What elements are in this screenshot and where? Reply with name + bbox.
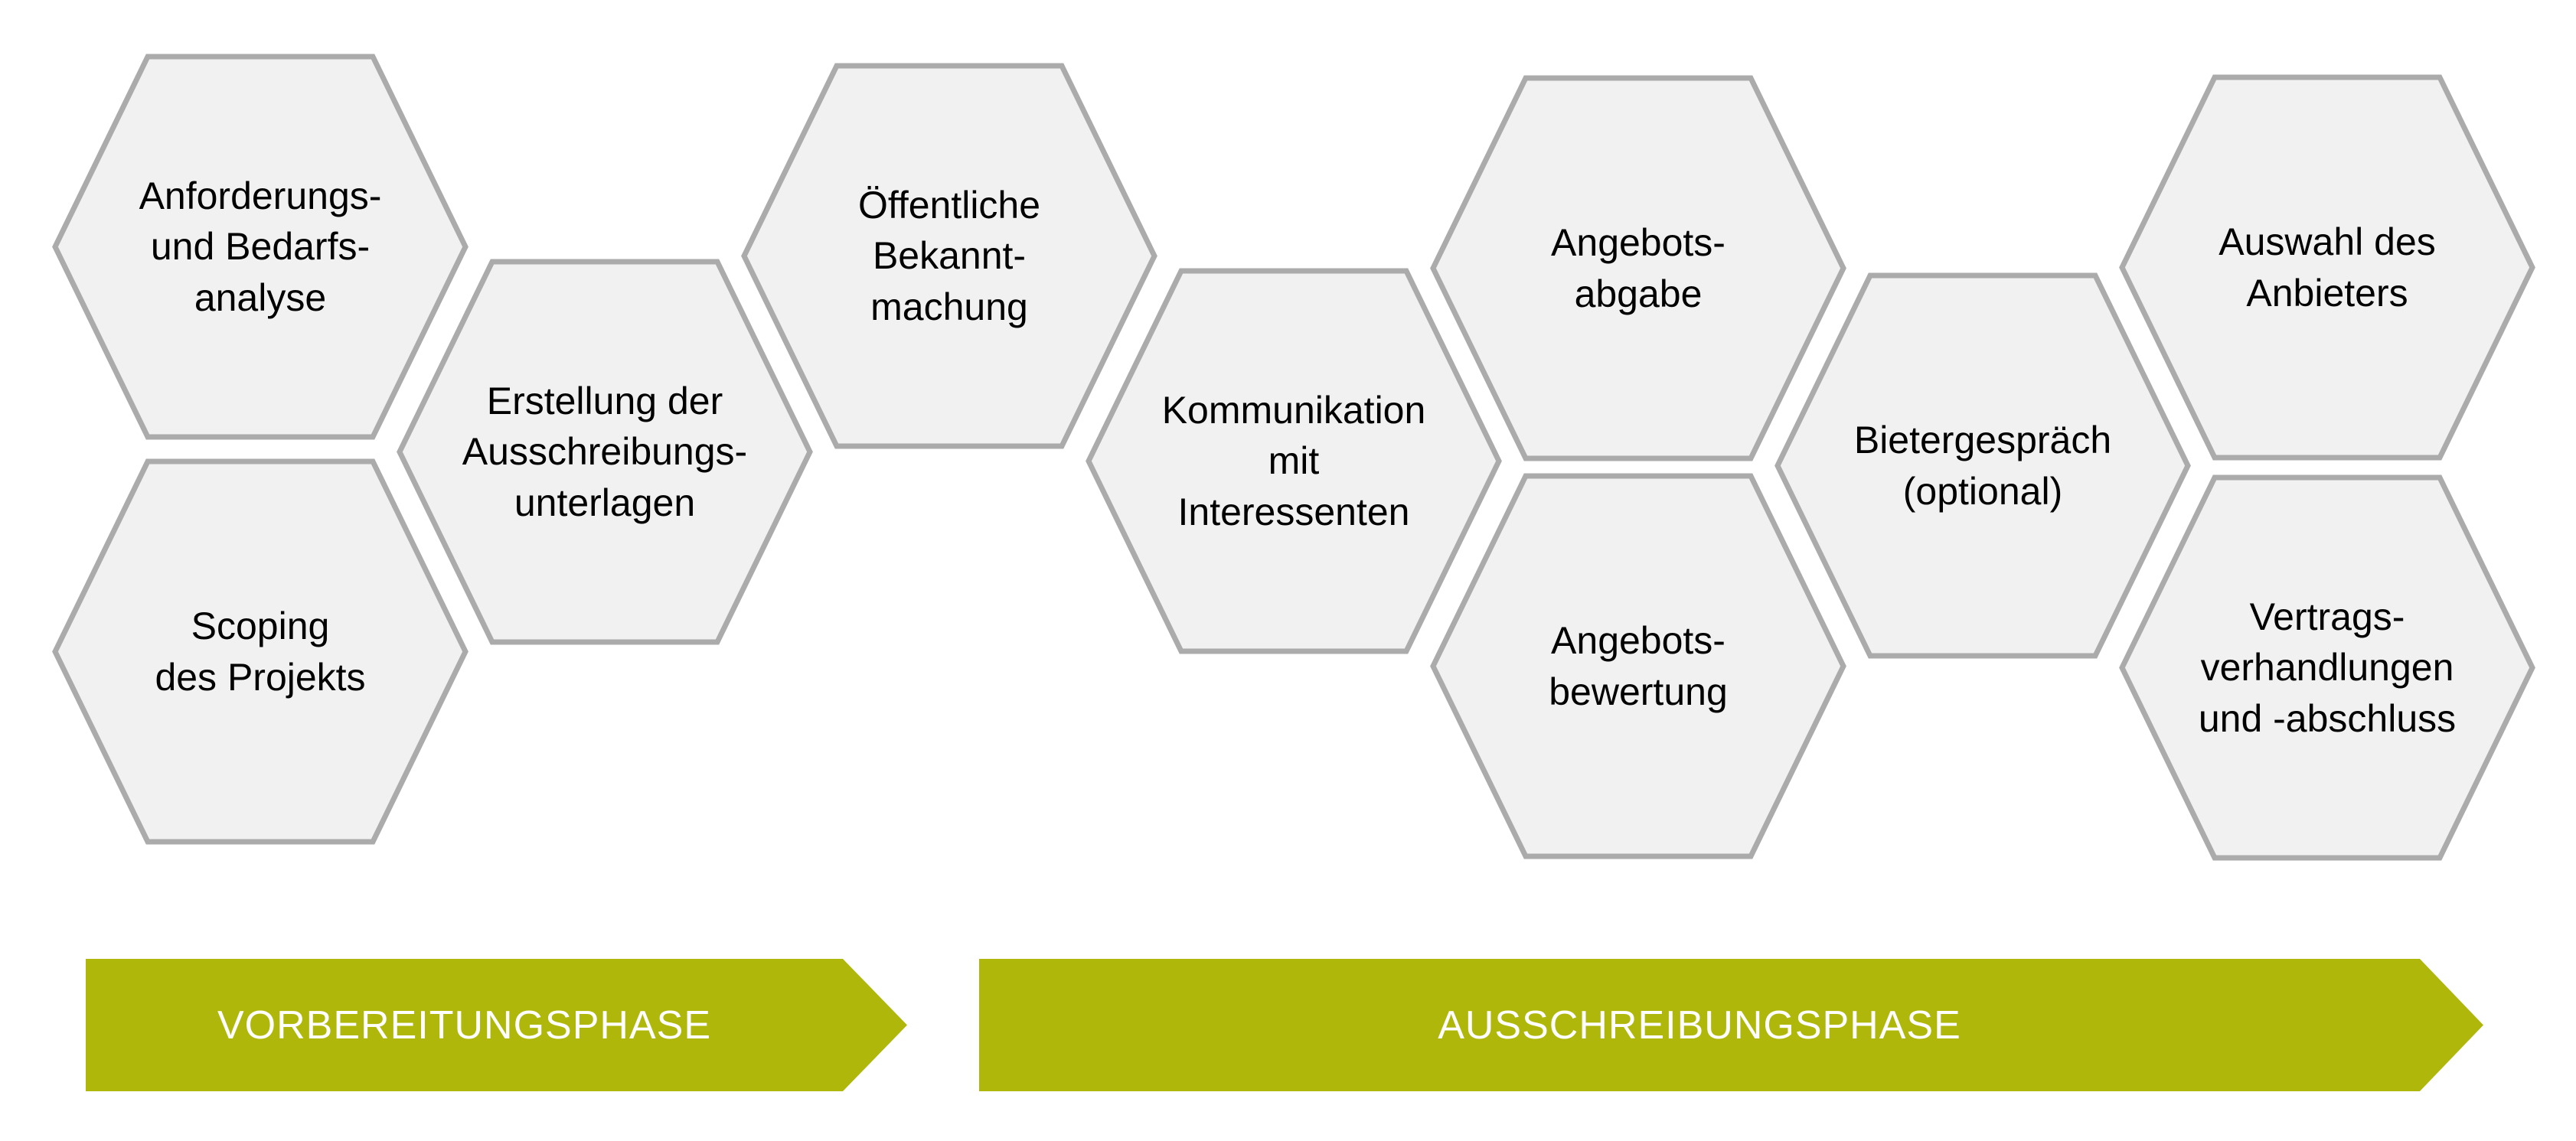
hexagon-shape [52, 458, 469, 845]
hexagon-shape [2119, 74, 2535, 461]
phase-label: VORBEREITUNGSPHASE [217, 1002, 712, 1048]
hexagon-label: Auswahl des Anbieters [2218, 220, 2436, 315]
hexagon-shape [1774, 272, 2191, 659]
phase-arrow-vorbereitungsphase: VORBEREITUNGSPHASE [86, 959, 907, 1091]
hexagon-label: Angebots- abgabe [1551, 221, 1725, 315]
hexagon-label: Scoping des Projekts [155, 605, 366, 699]
hexagon-shape [1430, 473, 1846, 859]
hexagon-label: Vertrags- verhandlungen und -abschluss [2198, 595, 2457, 740]
hexagon-shape [2119, 474, 2535, 861]
arrow-shape [979, 959, 2483, 1091]
hexagon-label: Öffentliche Bekannt- machung [857, 183, 1041, 328]
hexagon-shape [741, 63, 1157, 449]
hexagon-label: Erstellung der Ausschreibungs- unterlage… [462, 379, 748, 524]
hexagon-shape [397, 259, 813, 645]
hexagon-label: Kommunikation mit Interessenten [1161, 388, 1426, 533]
hexagon-kommunikation-mit-interessenten: Kommunikation mit Interessenten [1085, 268, 1503, 654]
hexagon-label: Angebots- bewertung [1549, 619, 1728, 713]
hexagon-shape [52, 54, 469, 440]
arrow-shape [86, 959, 907, 1091]
hexagon-angebotsbewertung: Angebots- bewertung [1429, 473, 1847, 859]
hexagon-vertragsverhandlungen-und-abschluss: Vertrags- verhandlungen und -abschluss [2118, 474, 2536, 861]
hexagon-label: Anforderungs- und Bedarfs- analyse [139, 174, 382, 319]
hexagon-label: Bietergespräch (optional) [1853, 419, 2112, 513]
hexagon-bietergespraech-optional: Bietergespräch (optional) [1774, 272, 2192, 659]
hexagon-scoping-des-projekts: Scoping des Projekts [51, 458, 469, 845]
hexagon-angebotsabgabe: Angebots- abgabe [1429, 75, 1847, 461]
hexagon-oeffentliche-bekanntmachung: Öffentliche Bekannt- machung [740, 63, 1158, 449]
hexagon-shape [1430, 75, 1846, 461]
hexagon-erstellung-der-ausschreibungsunterlagen: Erstellung der Ausschreibungs- unterlage… [396, 259, 814, 645]
hexagon-shape [1086, 268, 1502, 654]
hexagon-auswahl-des-anbieters: Auswahl des Anbieters [2118, 74, 2536, 461]
hexagon-anforderungs-und-bedarfsanalyse: Anforderungs- und Bedarfs- analyse [51, 54, 469, 440]
phase-arrow-ausschreibungsphase: AUSSCHREIBUNGSPHASE [979, 959, 2483, 1091]
phase-label: AUSSCHREIBUNGSPHASE [1438, 1002, 1961, 1048]
